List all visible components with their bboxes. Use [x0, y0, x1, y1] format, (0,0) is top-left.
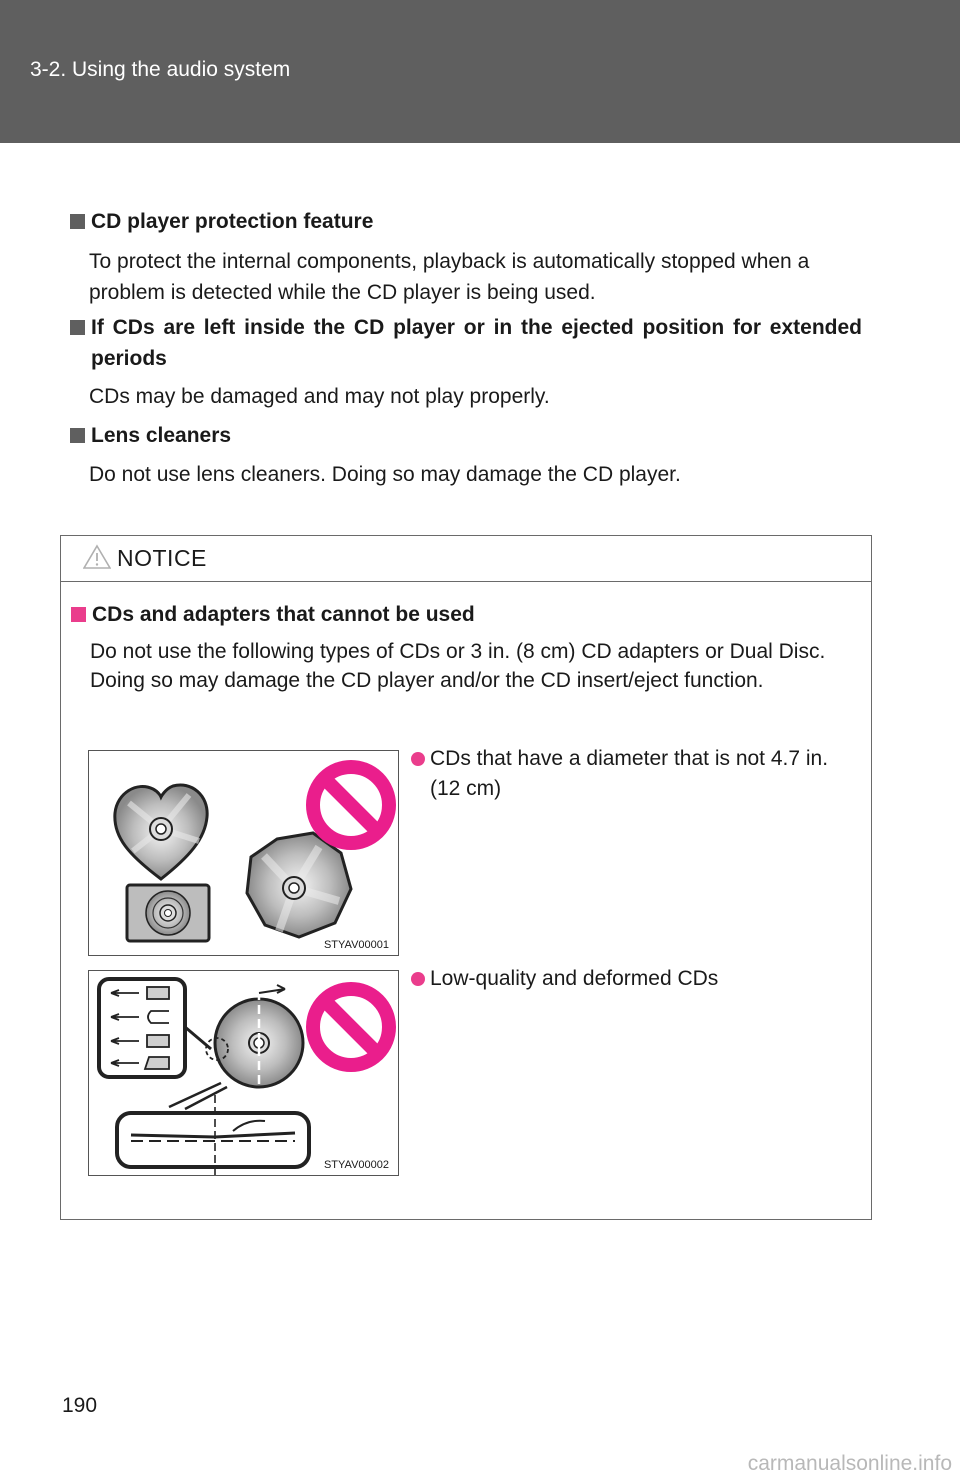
- page-header: 3-2. Using the audio system: [0, 0, 960, 143]
- section-title-protection: CD player protection feature: [70, 206, 862, 237]
- bullet-item-diameter: CDs that have a diameter that is not 4.7…: [411, 744, 841, 804]
- square-bullet-icon: [70, 320, 85, 335]
- notice-title: NOTICE: [117, 545, 207, 571]
- notice-subtitle: CDs and adapters that cannot be used: [71, 599, 475, 630]
- prohibition-sign-icon: [306, 982, 396, 1072]
- square-bullet-icon: [70, 214, 85, 229]
- square-bullet-icon: [71, 607, 86, 622]
- section-text-protection: To protect the internal components, play…: [89, 250, 810, 304]
- section-text-lens: Do not use lens cleaners. Doing so may d…: [89, 463, 681, 486]
- page-number: 190: [62, 1394, 98, 1417]
- figure-code: STYAV00002: [323, 1159, 389, 1171]
- notice-text: Do not use the following types of CDs or…: [90, 640, 826, 692]
- irregular-cd-illustration: [113, 760, 396, 943]
- deformed-cd-illustration: [97, 977, 396, 1177]
- warning-triangle-icon: [83, 544, 111, 569]
- pink-dot-icon: [411, 972, 425, 986]
- bullet-item-low-quality: Low-quality and deformed CDs: [411, 964, 841, 994]
- section-text-left-inside: CDs may be damaged and may not play prop…: [89, 385, 550, 408]
- figure-deformed-cds: STYAV00002: [88, 970, 399, 1177]
- notice-header: NOTICE: [61, 536, 871, 582]
- prohibition-sign-icon: [306, 760, 396, 850]
- notice-box: NOTICE CDs and adapters that cannot be u…: [60, 535, 872, 1220]
- header-title: 3-2. Using the audio system: [30, 58, 291, 81]
- figure-code: STYAV00001: [323, 939, 389, 951]
- square-bullet-icon: [70, 428, 85, 443]
- figure-irregular-cds: STYAV00001: [88, 750, 399, 956]
- footer-watermark: carmanualsonline.info: [747, 1452, 952, 1475]
- section-title-lens: Lens cleaners: [70, 420, 862, 451]
- section-title-left-inside: If CDs are left inside the CD player or …: [70, 312, 862, 374]
- pink-dot-icon: [411, 752, 425, 766]
